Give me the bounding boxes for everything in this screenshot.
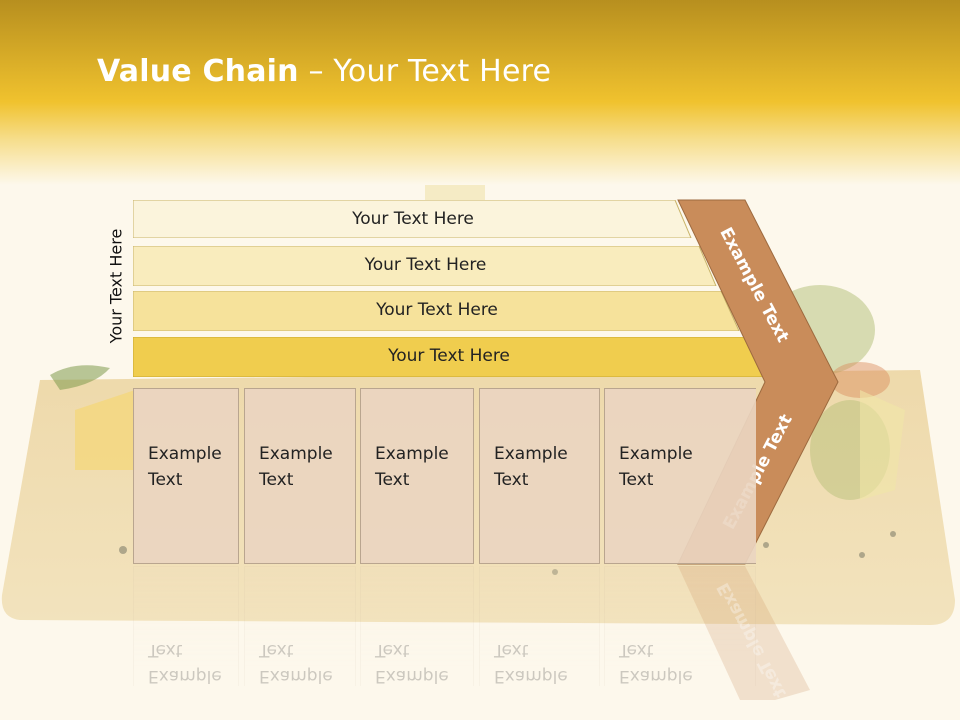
box-4-reflection-line1: Example — [494, 666, 568, 686]
box-4-line1: Example — [494, 444, 568, 464]
band-4-shape — [133, 337, 764, 377]
band-1: Your Text Here — [133, 200, 693, 238]
box-4-line2: Text — [494, 470, 529, 490]
box-3-line2: Text — [375, 470, 410, 490]
box-1-line2: Text — [148, 470, 183, 490]
title-rest: – Your Text Here — [298, 54, 552, 89]
band-3-label: Your Text Here — [376, 300, 498, 320]
box-3-reflection: Example Text — [360, 566, 474, 686]
box-1-reflection-line2: Text — [148, 640, 183, 660]
band-1-label: Your Text Here — [352, 209, 474, 229]
title-bold: Value Chain — [97, 54, 299, 89]
band-4-label: Your Text Here — [388, 346, 510, 366]
band-2-shape — [133, 246, 717, 286]
box-2-reflection-line1: Example — [259, 666, 333, 686]
slide-title: Value Chain – Your Text Here — [97, 54, 551, 89]
box-3-reflection-line2: Text — [375, 640, 410, 660]
band-3-shape — [133, 291, 740, 331]
box-2-line1: Example — [259, 444, 333, 464]
box-5-reflection: Example Text — [604, 566, 756, 686]
box-5-line2: Text — [619, 470, 654, 490]
box-5-reflection-line2: Text — [619, 640, 654, 660]
box-3-reflection-line1: Example — [375, 666, 449, 686]
box-2-reflection-line2: Text — [259, 640, 294, 660]
band-1-shape — [133, 200, 692, 238]
box-1-line1: Example — [148, 444, 222, 464]
box-1-reflection-line1: Example — [148, 666, 222, 686]
band-3: Your Text Here — [133, 291, 741, 331]
band-4: Your Text Here — [133, 337, 765, 377]
box-4-reflection-line2: Text — [494, 640, 529, 660]
box-3-line1: Example — [375, 444, 449, 464]
box-2-line2: Text — [259, 470, 294, 490]
box-5-line1: Example — [619, 444, 693, 464]
box-4-reflection: Example Text — [479, 566, 600, 686]
band-2-label: Your Text Here — [364, 255, 487, 275]
box-1-reflection: Example Text — [133, 566, 239, 686]
box-2-reflection: Example Text — [244, 566, 356, 686]
band-2: Your Text Here — [133, 246, 718, 286]
box-5-reflection-line1: Example — [619, 666, 693, 686]
